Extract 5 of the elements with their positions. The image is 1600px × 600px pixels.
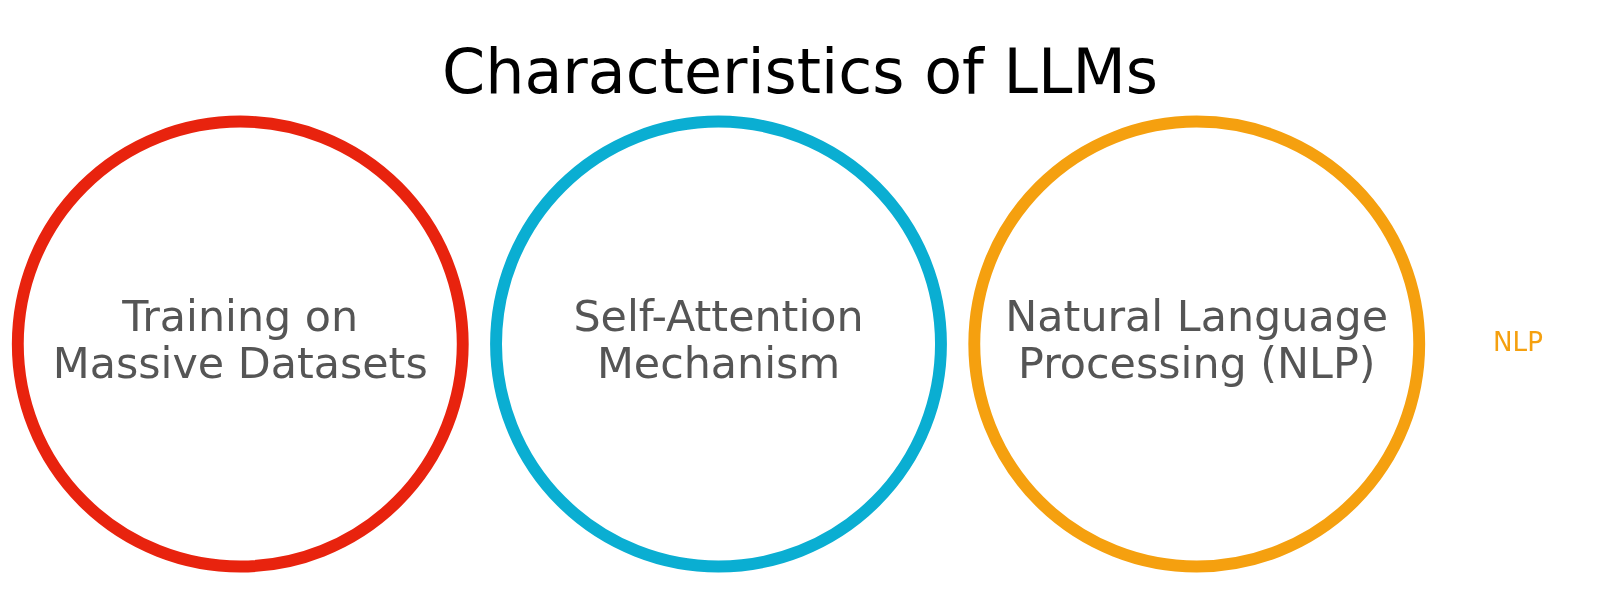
diagram-title: Characteristics of LLMs (442, 35, 1158, 108)
node-circle: Training on Massive Datasets (11, 115, 469, 573)
node-circle: Natural Language Processing (NLP) (968, 115, 1426, 573)
label: NLP (1493, 326, 1543, 357)
node-circle: Self-Attention Mechanism (490, 115, 947, 573)
